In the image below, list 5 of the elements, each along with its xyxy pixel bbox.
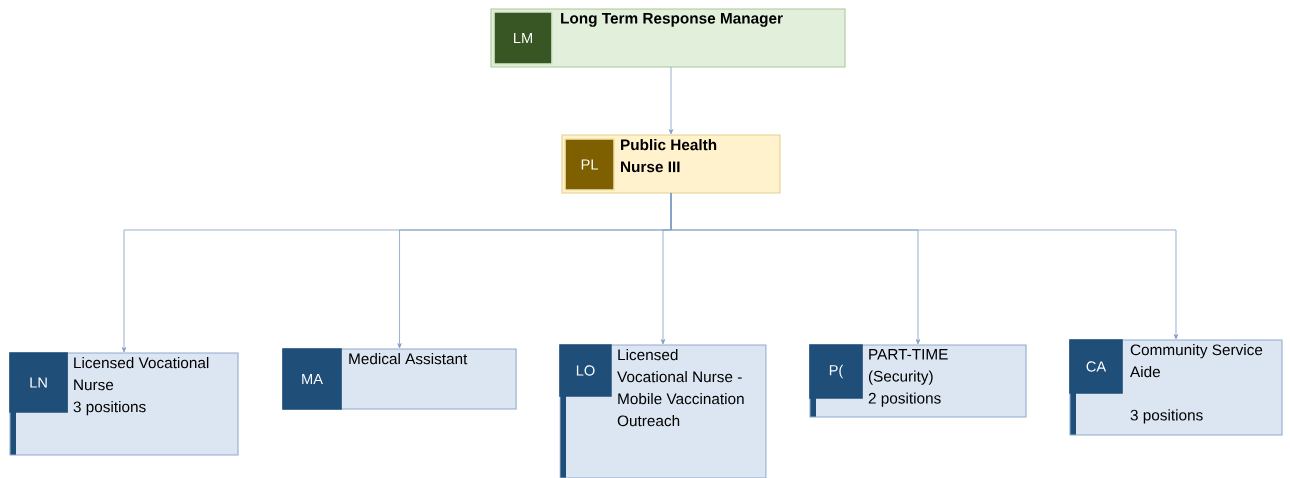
initials-badge: MA: [282, 348, 342, 410]
initials-badge: LM: [493, 11, 553, 65]
connector-arrow: [670, 192, 1179, 340]
connector-arrow: [668, 66, 674, 135]
initials-badge: PL: [564, 138, 615, 191]
